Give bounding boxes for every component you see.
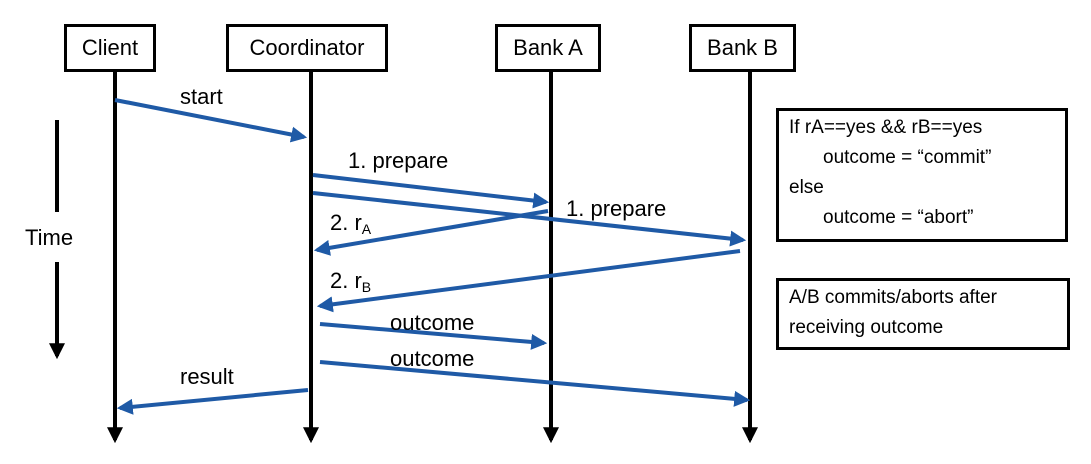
bank-b-label: Bank B xyxy=(707,35,778,60)
client-label: Client xyxy=(81,35,139,60)
bank-a-label: Bank A xyxy=(513,35,583,60)
reply-a-prefix: 2. r xyxy=(330,210,362,235)
reply-a-arrow xyxy=(313,209,549,256)
prepare-a-arrow xyxy=(312,173,550,209)
time-label: Time xyxy=(25,225,74,250)
outcome-b-label: outcome xyxy=(390,346,475,371)
decision-note-line-1: If rA==yes && rB==yes xyxy=(789,117,983,138)
commit-note-line-2: receiving outcome xyxy=(789,317,944,338)
reply-b-arrow xyxy=(316,249,741,313)
outcome-b-arrow xyxy=(319,360,751,407)
result-arrow xyxy=(116,388,309,415)
coordinator-label: Coordinator xyxy=(249,35,365,60)
decision-note-line-4: outcome = “abort” xyxy=(823,207,974,228)
bank-a-box: Bank A xyxy=(495,24,601,72)
prepare-a-label: 1. prepare xyxy=(348,148,449,173)
commit-note-line-1: A/B commits/aborts after xyxy=(789,287,998,308)
bank-b-box: Bank B xyxy=(689,24,796,72)
prepare-b-label: 1. prepare xyxy=(566,196,667,221)
commit-note: A/B commits/aborts after receiving outco… xyxy=(776,278,1070,350)
prepare-b-arrow xyxy=(312,191,747,247)
reply-b-subscript: B xyxy=(361,279,372,295)
outcome-a-label: outcome xyxy=(390,310,475,335)
reply-b-prefix: 2. r xyxy=(330,268,362,293)
result-label: result xyxy=(180,364,234,389)
client-box: Client xyxy=(64,24,156,72)
coordinator-box: Coordinator xyxy=(226,24,388,72)
decision-note: If rA==yes && rB==yes outcome = “commit”… xyxy=(776,108,1068,242)
decision-note-line-2: outcome = “commit” xyxy=(823,147,992,168)
decision-note-line-3: else xyxy=(789,177,824,198)
reply-a-subscript: A xyxy=(361,221,372,237)
reply-b-label: 2. rB xyxy=(330,268,372,295)
outcome-a-arrow xyxy=(319,322,548,350)
start-arrow xyxy=(114,98,308,143)
reply-a-label: 2. rA xyxy=(330,210,372,237)
start-label: start xyxy=(180,84,223,109)
